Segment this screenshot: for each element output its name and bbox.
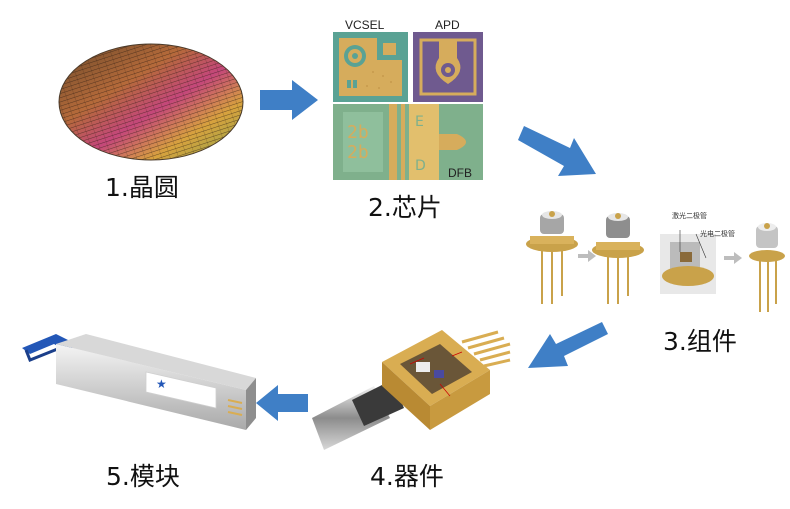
optical-module-image: ★ [16,330,256,440]
stage-label-chip: 2.芯片 [368,193,442,222]
svg-text:★: ★ [156,377,167,391]
arrow-left-icon [256,385,308,421]
laser-diode-label: 激光二极管 [672,212,707,220]
stage-label-wafer: 1.晶圆 [105,173,179,202]
stage-label-module: 5.模块 [106,462,180,491]
svg-text:2b: 2b [347,122,369,143]
optical-device-image [312,322,512,452]
dfb-label: DFB [448,166,472,180]
vcsel-chip-image [333,32,408,102]
svg-text:D: D [415,158,426,174]
svg-text:E: E [415,114,424,130]
arrow-right-icon [260,80,318,120]
to-can-component-image [520,200,790,320]
apd-label: APD [435,18,460,32]
stage-label-device: 4.器件 [370,462,444,491]
svg-text:2b: 2b [347,142,369,163]
dfb-chip-image: 2b 2b E D [333,104,483,180]
arrow-down-right-icon [518,118,600,182]
photodiode-label: 光电二极管 [700,230,735,238]
apd-chip-image [413,32,483,102]
vcsel-label: VCSEL [345,18,385,32]
wafer-image [56,40,246,165]
arrow-down-left-icon [528,320,610,382]
stage-label-component: 3.组件 [663,327,737,356]
